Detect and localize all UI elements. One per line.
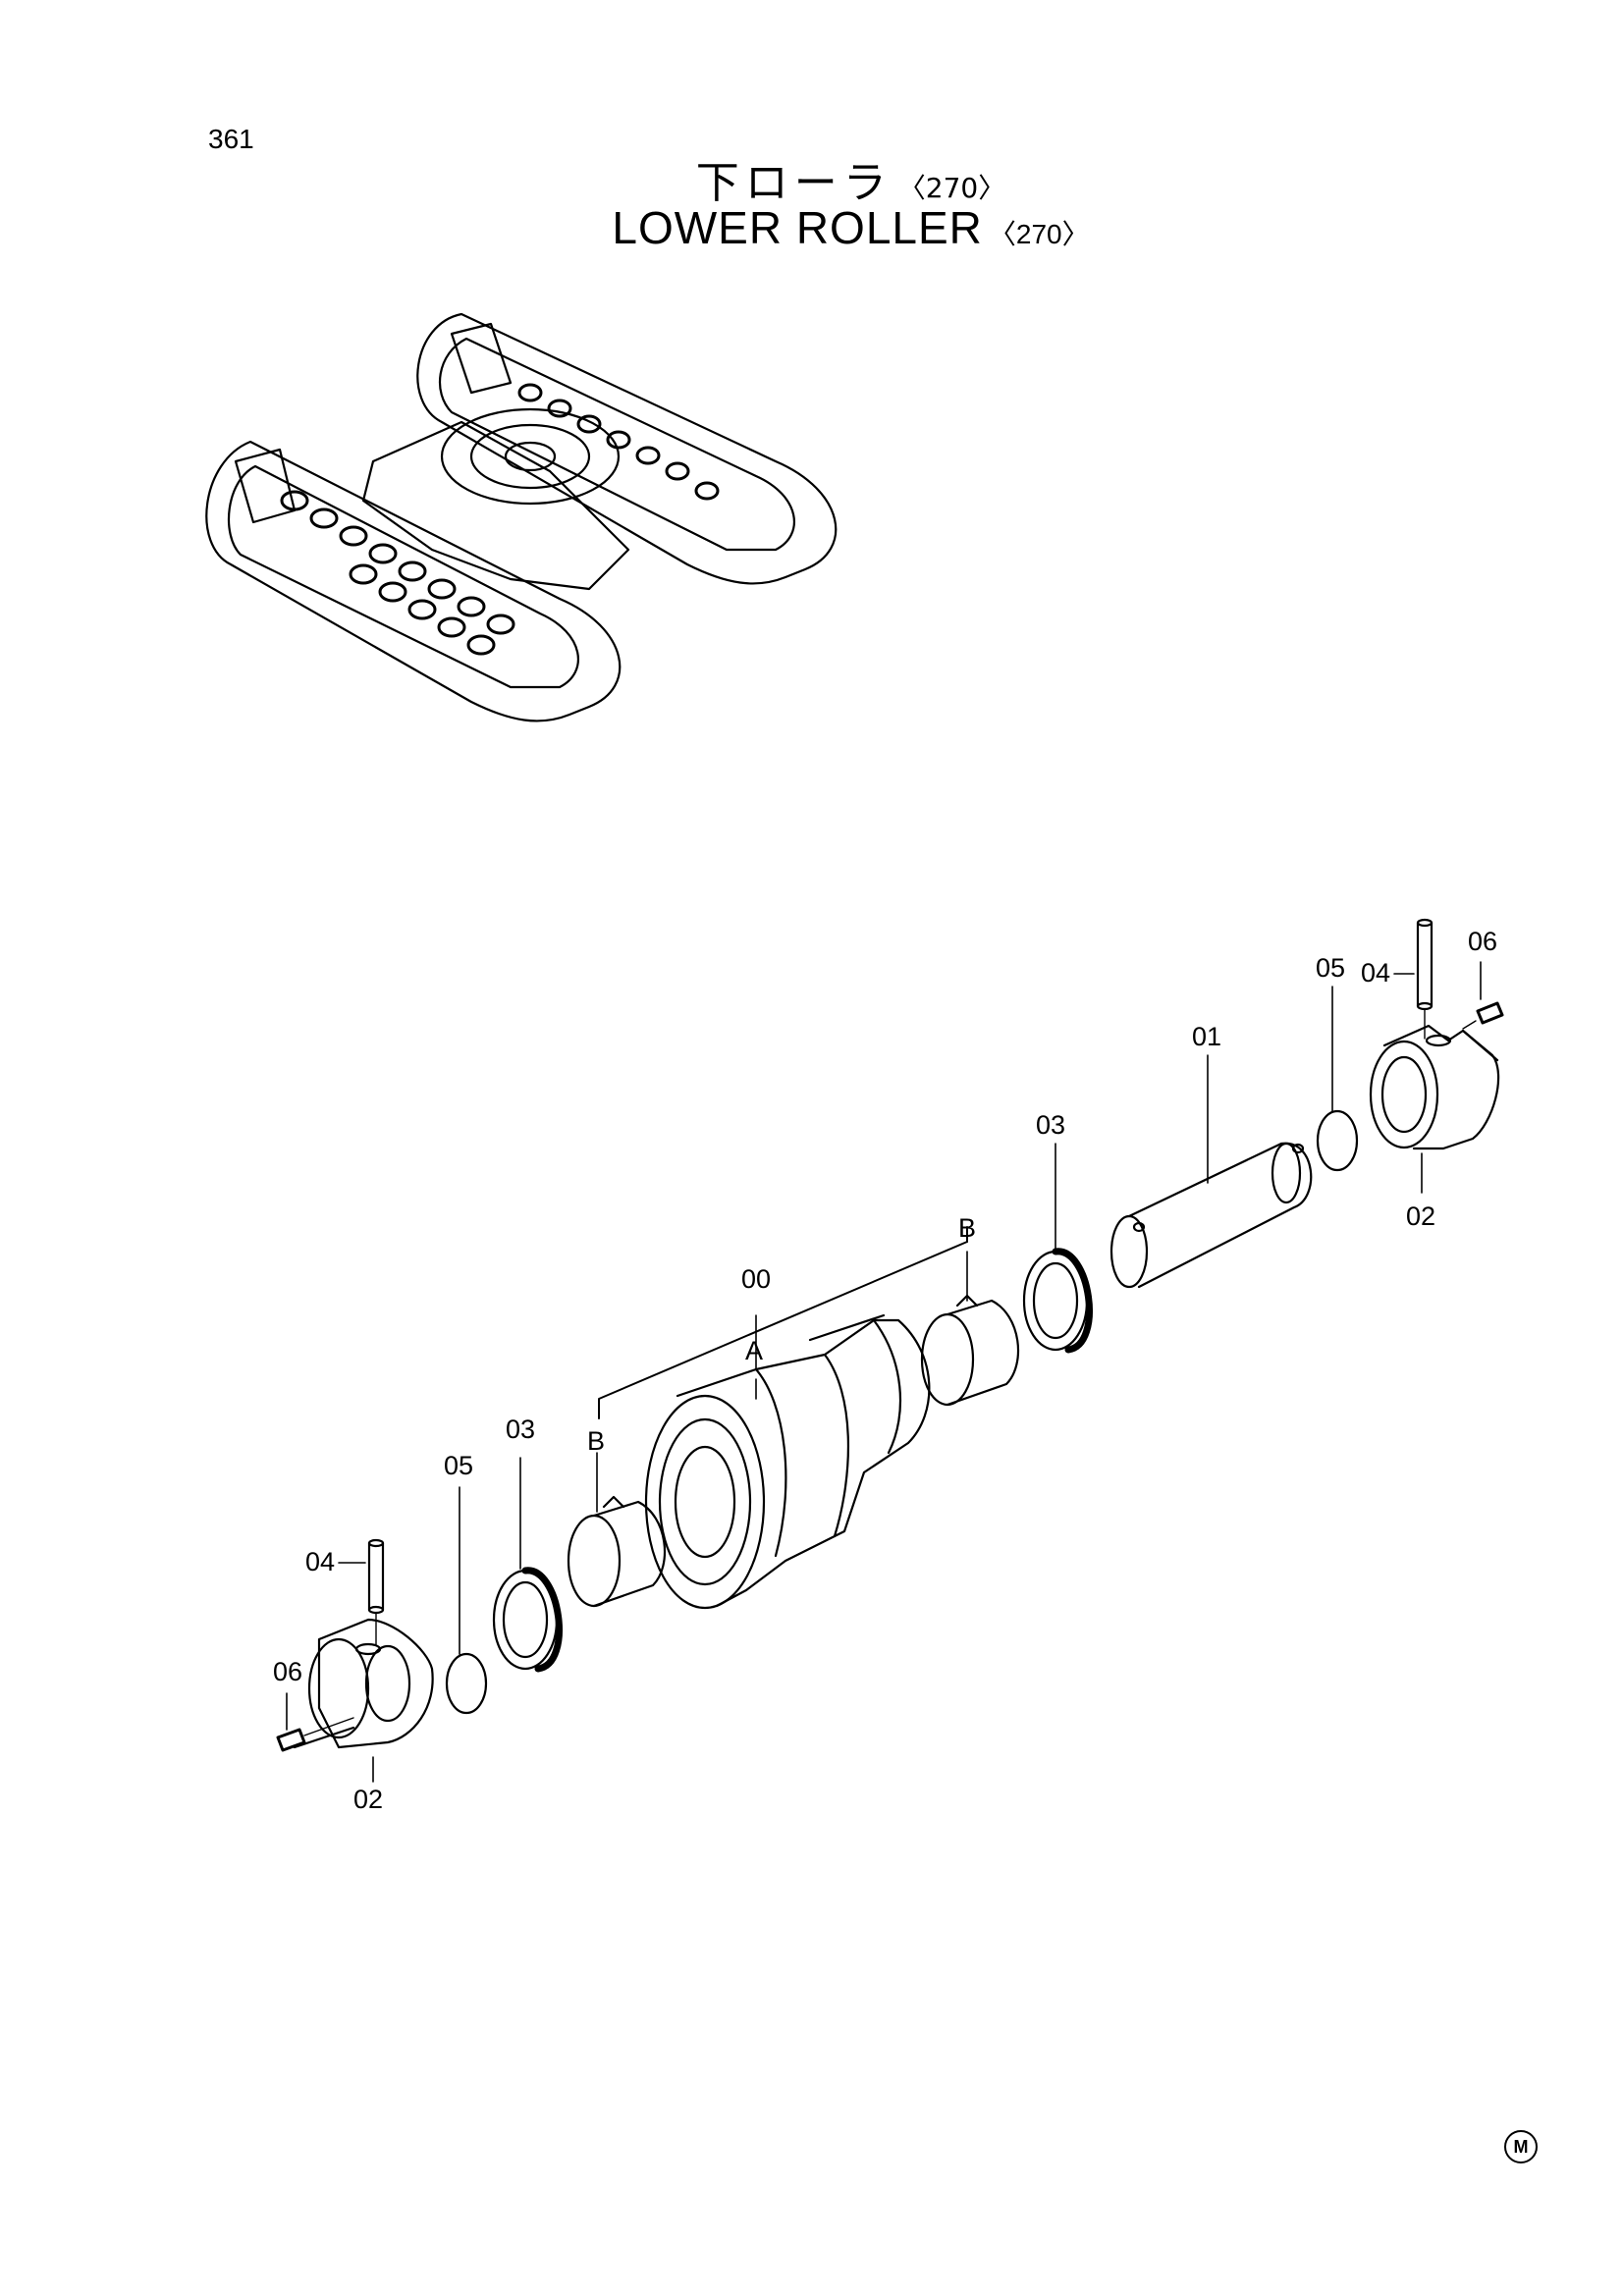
callout-02-right: 02 [1406,1201,1435,1231]
callout-05-left: 05 [444,1451,473,1480]
pin-04-right [1416,918,1434,1040]
bracket-b [598,1226,968,1419]
callout-A: A [745,1336,763,1365]
callout-06-right: 06 [1468,927,1497,956]
collar-02-left [293,1618,434,1749]
o-ring-05-right [1316,1109,1359,1172]
seal-03-left [492,1567,563,1673]
callout-03-right: 03 [1036,1110,1065,1140]
leader-lines [286,961,1482,1783]
callout-04-left: 04 [305,1547,335,1576]
title-english-text: LOWER ROLLER [612,202,983,253]
collar-02-right [1369,1024,1500,1150]
callout-B-right: B [958,1213,976,1243]
title-japanese-text: 下ローラ [695,158,893,208]
o-ring-05-left [445,1652,488,1715]
seal-03-right [1022,1248,1093,1354]
callout-01: 01 [1192,1022,1221,1051]
callout-04-right: 04 [1361,958,1390,988]
page-number: 361 [208,124,254,154]
callout-06-left: 06 [273,1657,302,1686]
pin-04-left [367,1538,385,1645]
title-english-model: 〈270〉 [988,219,1090,249]
screw-06-left [276,1717,354,1752]
shaft-01 [1109,1142,1313,1289]
title-english: LOWER ROLLER〈270〉 [0,201,1623,254]
callout-00: 00 [741,1264,771,1294]
title-japanese-model: 〈270〉 [897,172,1006,204]
roller-body [644,1313,931,1610]
bushing-b-left [567,1495,667,1608]
callout-03-left: 03 [506,1415,535,1444]
callout-B-left: B [587,1426,605,1456]
screw-06-right [1462,1001,1504,1030]
manufacturer-mark: M [1504,2130,1538,2163]
undercarriage-illustration [205,312,838,722]
title-japanese: 下ローラ〈270〉 [0,147,1623,210]
callout-05-right: 05 [1316,953,1345,983]
bushing-b-right [920,1294,1020,1407]
callout-02-left: 02 [353,1785,383,1814]
